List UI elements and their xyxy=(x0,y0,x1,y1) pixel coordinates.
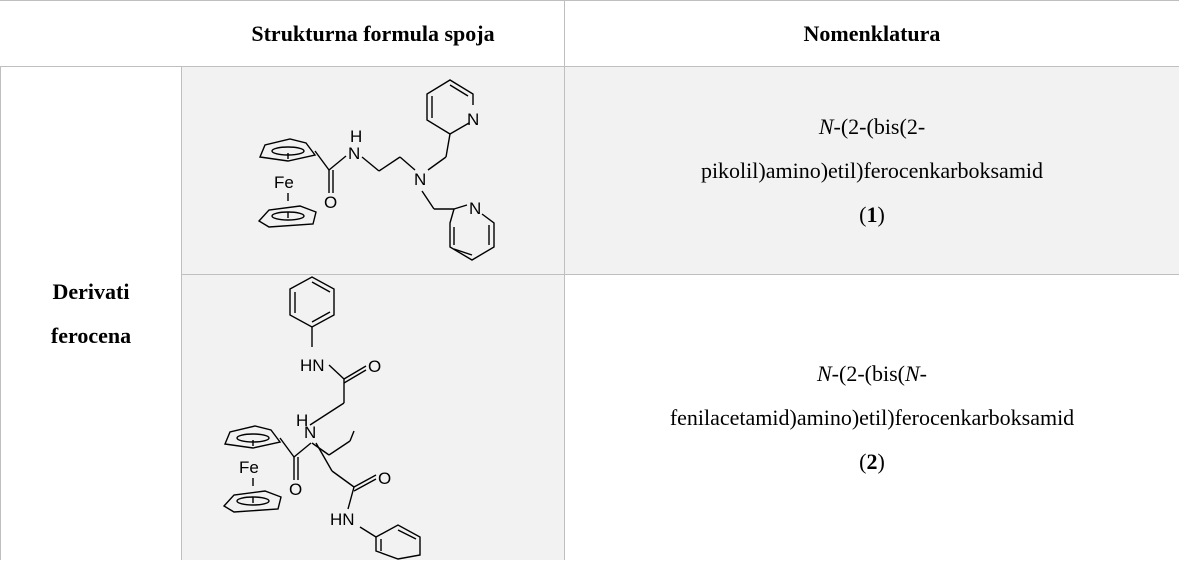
group-label-cell: Derivati ferocena xyxy=(0,67,182,560)
n-atom-1a: N xyxy=(348,144,360,163)
header-structure: Strukturna formula spoja xyxy=(182,0,564,67)
header-nomenclature: Nomenklatura xyxy=(564,0,1179,67)
hn-atom-2a: HN xyxy=(300,356,325,375)
row1-structure-cell: Fe O H N N N xyxy=(182,67,564,275)
compound-2-name-line2: fenilacetamid)amino)etil)ferocenkarboksa… xyxy=(669,404,1075,430)
row2-nomenclature-cell: N-(2-(bis(N- fenilacetamid)amino)etil)fe… xyxy=(564,275,1179,560)
h-atom-1: H xyxy=(350,127,362,146)
o-atom-2c: O xyxy=(289,480,302,499)
o-atom-1: O xyxy=(324,193,337,212)
compound-2-number-value: 2 xyxy=(866,448,878,474)
compound-1-name-line1-rest: -(2-(bis(2- xyxy=(833,113,926,139)
compound-2-structure: HN O N Fe O H xyxy=(222,276,421,560)
n-atom-1d: N xyxy=(469,199,481,218)
compound-2-name-line1-mid: -(2-(bis( xyxy=(831,360,905,386)
compound-2-italic-n2: N xyxy=(904,360,920,386)
compound-1-italic-n: N xyxy=(818,113,834,139)
o-atom-2b: O xyxy=(378,469,391,488)
h-atom-2: H xyxy=(296,411,308,430)
compound-2-name-line1: N-(2-(bis(N- xyxy=(817,352,927,396)
compound-1-name-line1: N-(2-(bis(2- xyxy=(819,105,925,149)
compound-1-number-value: 1 xyxy=(866,201,878,227)
group-label-line2: ferocena xyxy=(50,322,132,348)
compound-1-number: (1) xyxy=(859,201,885,227)
compound-2-name-line1-end: - xyxy=(919,360,927,386)
fe-atom-1: Fe xyxy=(274,173,294,192)
o-atom-2a: O xyxy=(368,357,381,376)
compound-1-structure: Fe O H N N N xyxy=(257,79,495,261)
compound-2-italic-n: N xyxy=(816,360,832,386)
compound-1-name-line2: pikolil)amino)etil)ferocenkarboksamid xyxy=(700,157,1044,183)
n-atom-2b: N xyxy=(304,423,316,442)
hn-atom-2b: HN xyxy=(330,510,355,529)
fe-atom-2: Fe xyxy=(239,458,259,477)
row2-structure-cell: HN O N Fe O H xyxy=(182,275,564,560)
n-atom-1c: N xyxy=(467,110,479,129)
header-empty-cell xyxy=(0,0,182,67)
compound-2-number: (2) xyxy=(859,448,885,474)
n-atom-1b: N xyxy=(414,170,426,189)
group-label-line1: Derivati xyxy=(52,278,130,304)
row1-nomenclature-cell: N-(2-(bis(2- pikolil)amino)etil)ferocenk… xyxy=(564,67,1179,275)
